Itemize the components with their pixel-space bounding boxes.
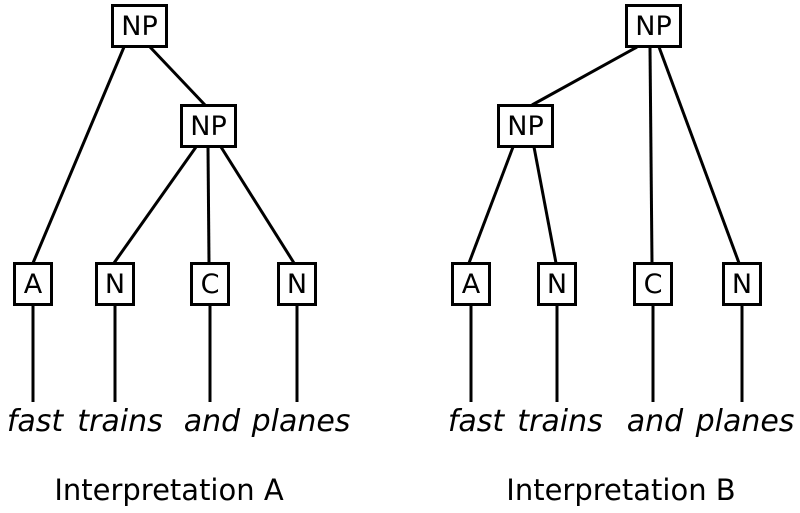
tree-b-word-and: and — [626, 404, 684, 439]
edge — [657, 46, 741, 264]
edge — [31, 46, 126, 264]
tree-a-leaf-n1-node: N — [95, 262, 135, 306]
tree-a-caption: Interpretation A — [54, 473, 284, 507]
tree-b-leaf-c-node: C — [633, 262, 673, 306]
tree-a-word-and: and — [183, 404, 241, 439]
tree-b-caption: Interpretation B — [506, 473, 736, 507]
tree-a-inner-np-node: NP — [180, 104, 237, 148]
edge — [206, 146, 211, 264]
tree-a-word-fast: fast — [6, 404, 64, 439]
edge — [531, 45, 638, 107]
tree-a-leaf-a-node: A — [13, 262, 53, 306]
tree-a-word-planes: planes — [251, 404, 351, 439]
edge — [219, 146, 296, 264]
tree-b-inner-np-node: NP — [497, 104, 554, 148]
edge — [648, 46, 654, 264]
tree-b-root-np-node: NP — [625, 4, 682, 48]
tree-a-word-trains: trains — [77, 404, 163, 439]
tree-b-word-fast: fast — [447, 404, 505, 439]
edge — [532, 146, 558, 264]
tree-b-word-planes: planes — [695, 404, 795, 439]
edge — [467, 146, 515, 264]
edge — [148, 45, 207, 107]
tree-b-leaf-n1-node: N — [537, 262, 577, 306]
tree-b-leaf-a-node: A — [451, 262, 491, 306]
tree-a-leaf-n2-node: N — [277, 262, 317, 306]
tree-a-root-np-node: NP — [111, 4, 168, 48]
tree-b-leaf-n2-node: N — [722, 262, 762, 306]
edge — [112, 146, 198, 264]
tree-a-leaf-c-node: C — [190, 262, 230, 306]
tree-b-word-trains: trains — [517, 404, 603, 439]
